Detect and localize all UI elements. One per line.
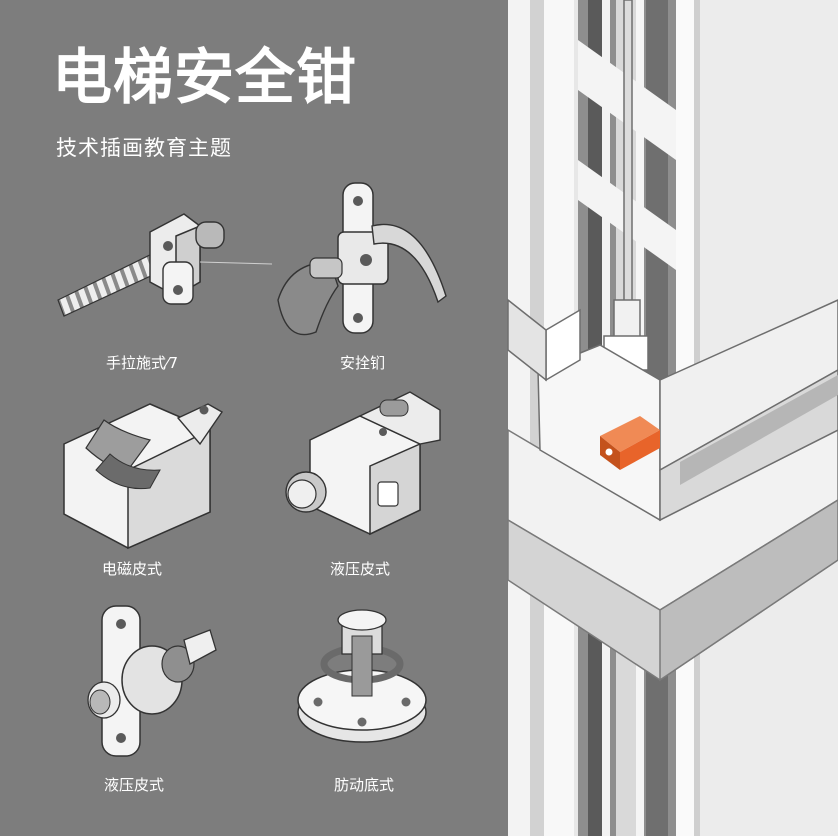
- clamp-lever-icon: [277, 182, 447, 336]
- bolt-plate-icon: [87, 605, 217, 757]
- cylinder-block-icon: [285, 391, 441, 536]
- component-label-4: 液压皮式: [330, 560, 391, 578]
- u-block-icon: [63, 403, 224, 550]
- component-label-5: 液压皮式: [104, 776, 165, 794]
- component-label-6: 肪动底式: [334, 776, 395, 794]
- page-subtitle: 技术插画教育主题: [56, 136, 232, 160]
- component-label-3: 电磁皮式: [102, 560, 163, 578]
- threaded-rod-wedge-icon: [57, 213, 273, 317]
- component-label-1: 手拉施式⁄7: [106, 354, 179, 372]
- flange-spring-icon: [297, 609, 427, 743]
- page-title: 电梯安全钳: [52, 43, 357, 113]
- component-label-2: 安拴钔: [340, 354, 386, 372]
- elevator-shaft-illustration: [507, 0, 838, 836]
